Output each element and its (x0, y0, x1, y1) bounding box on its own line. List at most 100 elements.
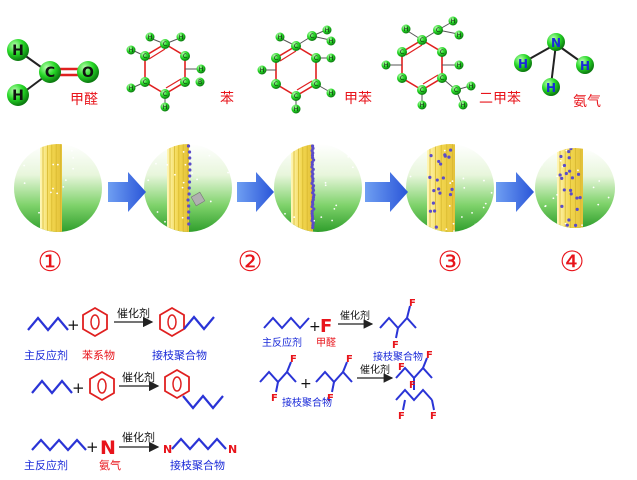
atom-label: C (183, 79, 187, 86)
formaldehyde-molecule: H H C O 甲醛 (7, 39, 99, 108)
atom-h (514, 54, 532, 72)
atom-label: C (440, 49, 444, 56)
atom-label: H (329, 90, 334, 97)
atom-o (77, 61, 99, 83)
f-atom: F (398, 362, 405, 373)
chain-reagent (27, 316, 69, 332)
crosslinked-chain (395, 388, 433, 402)
reaction-3: + F 催化剂 F F 主反应剂 甲醛 接枝聚合物 (262, 298, 423, 363)
process-arrow (365, 172, 408, 212)
atom-label: H (457, 32, 462, 39)
step-number: ③ (437, 245, 462, 278)
n-atom: N (163, 443, 172, 456)
molecule-name: 甲醛 (70, 92, 98, 108)
process-arrows (108, 172, 534, 212)
atom-label: N (551, 36, 561, 50)
process-spheres (14, 144, 615, 232)
product-chain (379, 316, 417, 330)
atom-label: H (179, 34, 184, 41)
f-atom: F (392, 340, 399, 351)
benzene-ring (164, 368, 190, 400)
atom-label: C (294, 93, 298, 100)
formaldehyde-label: 甲醛 (316, 336, 336, 349)
reagent-label: 主反应剂 (24, 348, 68, 362)
f-atom: F (409, 298, 416, 309)
atom-label: C (45, 65, 55, 81)
atom-label: H (129, 47, 134, 54)
reaction-5: + N 催化剂 N N 主反应剂 氨气 接枝聚合物 (24, 430, 237, 472)
atom-label: H (580, 59, 590, 73)
atom-label: H (148, 34, 153, 41)
product-label: 接枝聚合物 (282, 396, 332, 409)
xylene-molecule: C C C C C C C C H H H H H H H H 二甲苯 (381, 16, 521, 110)
atom-label: C (143, 53, 147, 60)
product-label: 接枝聚合物 (170, 458, 225, 472)
atom-label: C (314, 55, 318, 62)
step-number: ② (237, 245, 262, 278)
atom-label: H (518, 57, 528, 71)
process-arrow (237, 172, 274, 212)
f-atom: F (327, 393, 334, 404)
reagent-label: 主反应剂 (262, 336, 302, 349)
atom-label: C (420, 87, 424, 94)
atom-label: H (12, 88, 24, 104)
process-sphere (274, 144, 362, 232)
atom-c (39, 61, 61, 83)
chain-reagent (263, 316, 310, 330)
atom-label: H (546, 81, 556, 95)
atom-label: C (143, 79, 147, 86)
atom-label: H (260, 67, 265, 74)
f-atom: F (346, 354, 353, 365)
reaction-4: F F + F F 催化剂 F F F F F 接枝聚合物 (259, 350, 437, 422)
atom-label: H (469, 83, 474, 90)
f-atom: F (430, 411, 437, 422)
product-chain (171, 437, 227, 451)
molecule-name: 苯 (220, 90, 234, 107)
atom-label: H (163, 104, 168, 111)
atom-label: H (384, 62, 389, 69)
product-label: 接枝聚合物 (152, 348, 207, 362)
atom-label: H (329, 55, 334, 62)
atom-label: H (457, 62, 462, 69)
molecule-name: 二甲苯 (479, 90, 521, 107)
chain-reagent (31, 379, 73, 395)
atom-label: C (163, 91, 167, 98)
process-sphere (535, 148, 615, 228)
chain-reagent (31, 438, 87, 452)
atom-label: C (436, 27, 440, 34)
ammonia-label: 氨气 (99, 458, 121, 472)
reaction-2: + 催化剂 (31, 368, 224, 410)
atom-h (7, 39, 29, 61)
f-atom: F (290, 354, 297, 365)
plus-sign: + (300, 376, 312, 392)
atom-label: C (454, 87, 458, 94)
atom-label: H (420, 102, 425, 109)
atom-label: C (163, 41, 167, 48)
catalyst-label: 催化剂 (360, 363, 390, 376)
catalyst-label: 催化剂 (117, 306, 150, 320)
process-sphere (406, 144, 494, 232)
catalyst-label: 催化剂 (122, 430, 155, 444)
atom-h (7, 84, 29, 106)
process-arrow (108, 172, 146, 212)
formaldehyde-symbol: F (320, 316, 332, 337)
atom-n (547, 33, 565, 51)
product-chain (259, 370, 297, 384)
atom-label: C (274, 55, 278, 62)
atom-label: C (420, 37, 424, 44)
atom-label: C (400, 49, 404, 56)
step-number: ④ (559, 245, 584, 278)
reagent-label: 主反应剂 (24, 458, 68, 472)
f-atom: F (426, 350, 433, 361)
atom-label: C (294, 43, 298, 50)
atom-label: C (310, 33, 314, 40)
ammonia-molecule: N H H H 氨气 (514, 33, 601, 110)
atom-h (542, 78, 560, 96)
atom-label: H (199, 66, 204, 73)
process-arrow (496, 172, 534, 212)
atom-label: C (400, 75, 404, 82)
atom-label: C (183, 53, 187, 60)
atom-label: C (314, 81, 318, 88)
atom-label: C (274, 81, 278, 88)
